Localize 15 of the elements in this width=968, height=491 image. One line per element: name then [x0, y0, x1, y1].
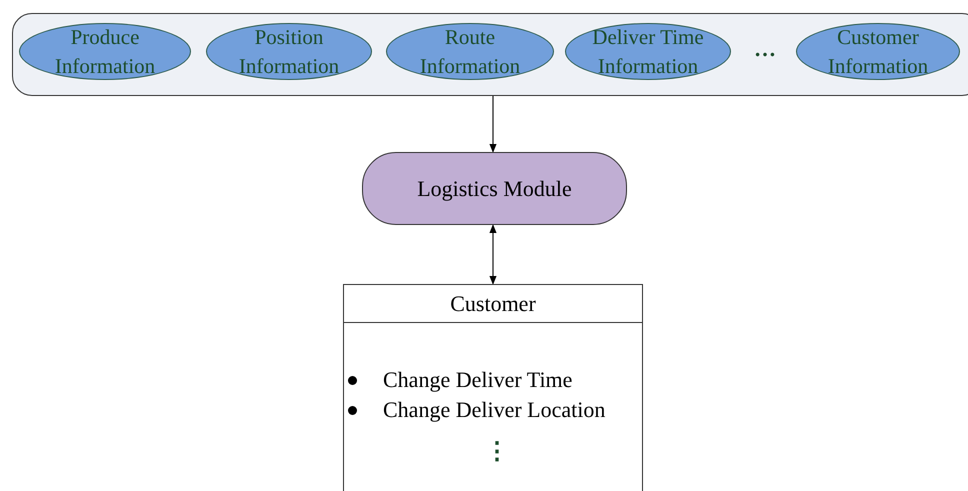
module-label: Logistics Module: [417, 176, 572, 202]
ellipse-label: Customer Information: [826, 24, 930, 80]
arrow: [489, 96, 497, 153]
box-heading: Customer: [450, 290, 536, 316]
ellipse-label: Route Information: [418, 24, 522, 80]
arrow: [489, 224, 497, 285]
ellipse-label: Produce Information: [54, 24, 156, 80]
vertical-ellipsis-text: ⋮: [485, 440, 509, 464]
container-panel: [12, 13, 968, 96]
list-item: Change Deliver Location: [383, 397, 606, 423]
ellipse-label: Deliver Time Information: [591, 24, 705, 80]
customer-box: [343, 284, 643, 491]
ellipsis-text: …: [754, 38, 776, 60]
list-item: Change Deliver Time: [383, 367, 572, 393]
ellipse-label: Position Information: [238, 24, 340, 80]
